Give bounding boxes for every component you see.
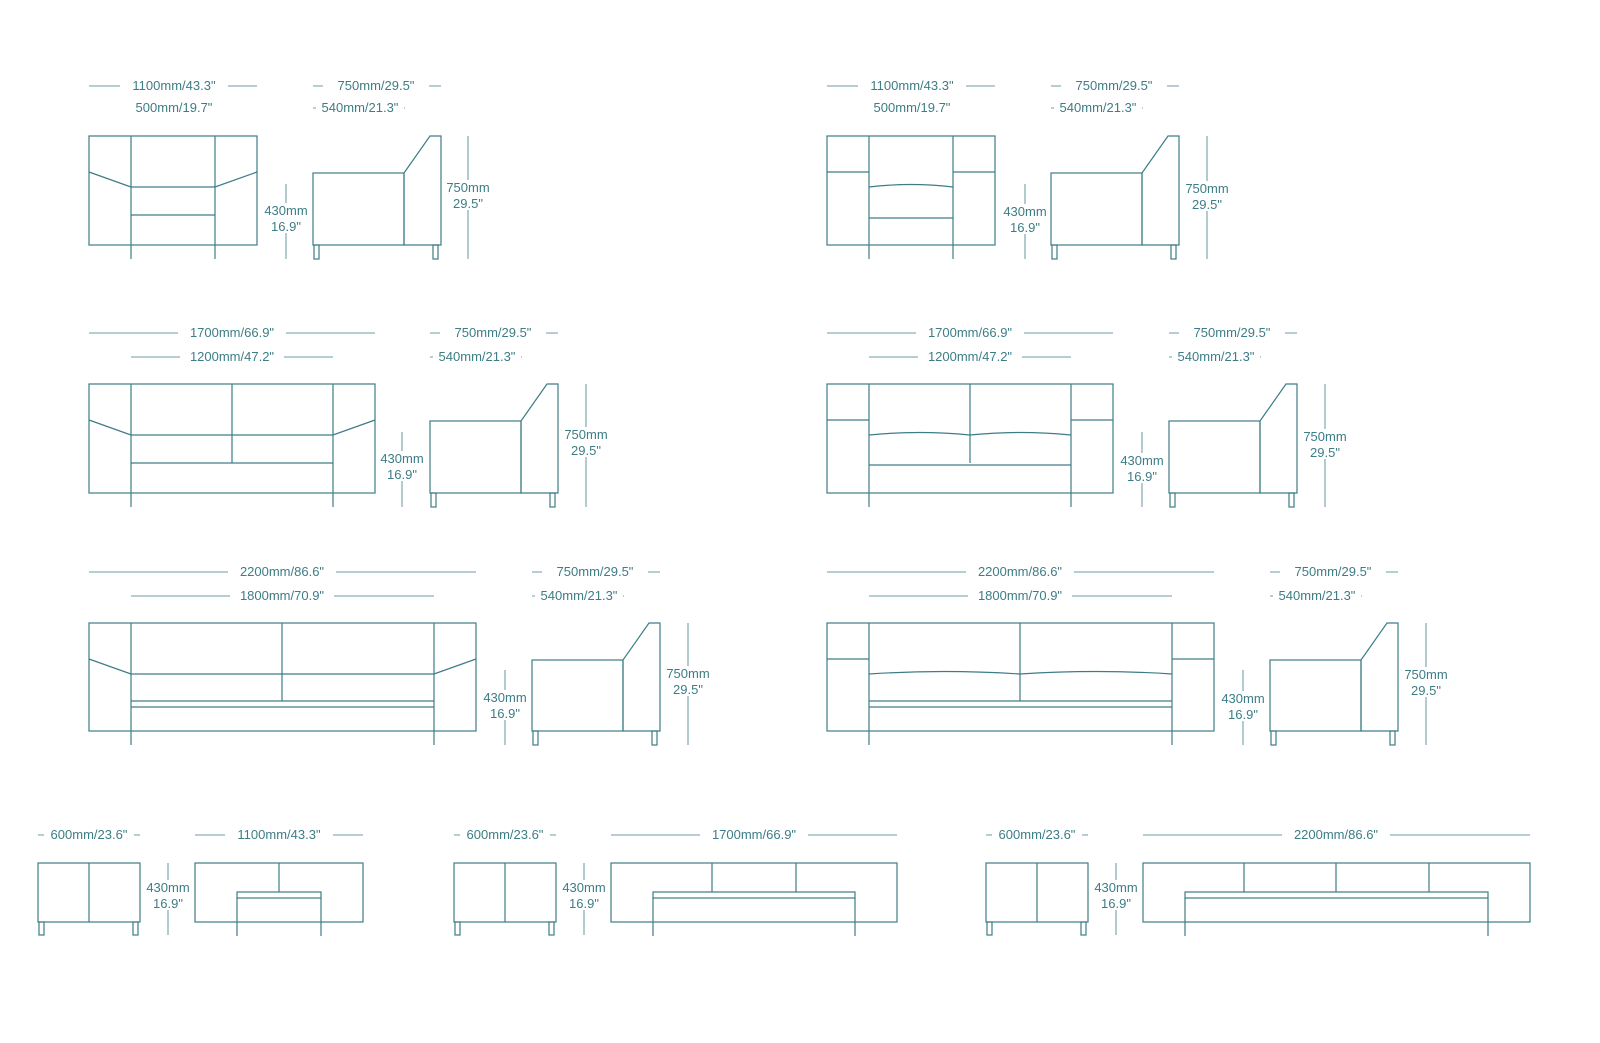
- height-in-label: 29.5": [1192, 197, 1222, 212]
- seat-height-in-label: 16.9": [271, 219, 301, 234]
- side-view: 750mm/29.5" 540mm/21.3" 430mm 16.9" 750m…: [1217, 563, 1451, 746]
- height-mm-label: 430mm: [562, 880, 605, 895]
- height-mm-label: 430mm: [1094, 880, 1137, 895]
- bench-2200: 600mm/23.6" 430mm 16.9" 2200mm/86.6": [985, 826, 1531, 936]
- side-view: 600mm/23.6" 430mm 16.9": [453, 826, 609, 936]
- seat-width-label: 1200mm/47.2": [190, 349, 274, 364]
- side-view: 750mm/29.5" 540mm/21.3" 430mm 16.9" 750m…: [376, 324, 611, 508]
- front-view: 1700mm/66.9" 1200mm/47.2": [826, 324, 1114, 507]
- seat-height-mm-label: 430mm: [1003, 204, 1046, 219]
- seat-height-in-label: 16.9": [387, 467, 417, 482]
- seat-depth-label: 540mm/21.3": [1279, 588, 1356, 603]
- seat-width-label: 1800mm/70.9": [240, 588, 324, 603]
- overall-width-label: 2200mm/86.6": [240, 564, 324, 579]
- sofa-1100-modern: 1100mm/43.3" 500mm/19.7" 750mm/29.5" 540…: [826, 77, 1232, 260]
- front-view: 1100mm/43.3" 500mm/19.7": [88, 77, 258, 259]
- seat-depth-label: 540mm/21.3": [541, 588, 618, 603]
- sofa-2200-modern: 2200mm/86.6" 1800mm/70.9" 750mm/29.5" 54…: [826, 563, 1451, 746]
- seat-height-mm-label: 430mm: [380, 451, 423, 466]
- side-view: 600mm/23.6" 430mm 16.9": [985, 826, 1141, 936]
- height-in-label: 29.5": [673, 682, 703, 697]
- depth-label: 750mm/29.5": [338, 78, 415, 93]
- seat-height-in-label: 16.9": [1010, 220, 1040, 235]
- height-mm-label: 750mm: [1404, 667, 1447, 682]
- depth-label: 600mm/23.6": [999, 827, 1076, 842]
- width-label: 2200mm/86.6": [1294, 827, 1378, 842]
- seat-height-mm-label: 430mm: [264, 203, 307, 218]
- depth-label: 750mm/29.5": [1076, 78, 1153, 93]
- seat-width-label: 1800mm/70.9": [978, 588, 1062, 603]
- seat-depth-label: 540mm/21.3": [1178, 349, 1255, 364]
- seat-height-mm-label: 430mm: [483, 690, 526, 705]
- height-in-label: 16.9": [569, 896, 599, 911]
- seat-depth-label: 540mm/21.3": [1060, 100, 1137, 115]
- overall-width-label: 2200mm/86.6": [978, 564, 1062, 579]
- seat-depth-label: 540mm/21.3": [439, 349, 516, 364]
- seat-depth-label: 540mm/21.3": [322, 100, 399, 115]
- front-view: 2200mm/86.6": [1142, 826, 1531, 936]
- side-view: 750mm/29.5" 540mm/21.3" 430mm 16.9" 750m…: [999, 77, 1232, 260]
- depth-label: 750mm/29.5": [557, 564, 634, 579]
- front-view: 1100mm/43.3" 500mm/19.7": [826, 77, 996, 259]
- front-view: 2200mm/86.6" 1800mm/70.9": [826, 563, 1215, 745]
- seat-height-mm-label: 430mm: [1221, 691, 1264, 706]
- seat-height-in-label: 16.9": [1127, 469, 1157, 484]
- depth-label: 750mm/29.5": [455, 325, 532, 340]
- sofa-1700-classic: 1700mm/66.9" 1200mm/47.2" 750mm/29.5" 54…: [88, 324, 611, 508]
- bench-1100: 600mm/23.6" 430mm 16.9" 1100mm/43.3": [37, 826, 364, 936]
- height-in-label: 16.9": [1101, 896, 1131, 911]
- sofa-1700-modern: 1700mm/66.9" 1200mm/47.2" 750mm/29.5" 54…: [826, 324, 1350, 508]
- depth-label: 600mm/23.6": [467, 827, 544, 842]
- seat-width-label: 1200mm/47.2": [928, 349, 1012, 364]
- seat-height-in-label: 16.9": [1228, 707, 1258, 722]
- height-in-label: 29.5": [453, 196, 483, 211]
- height-in-label: 29.5": [571, 443, 601, 458]
- depth-label: 750mm/29.5": [1194, 325, 1271, 340]
- bench-1700: 600mm/23.6" 430mm 16.9" 1700mm/66.9": [453, 826, 898, 936]
- seat-width-label: 500mm/19.7": [874, 100, 951, 115]
- depth-label: 750mm/29.5": [1295, 564, 1372, 579]
- overall-width-label: 1700mm/66.9": [190, 325, 274, 340]
- seat-height-in-label: 16.9": [490, 706, 520, 721]
- side-view: 750mm/29.5" 540mm/21.3" 430mm 16.9" 750m…: [479, 563, 713, 746]
- side-view: 600mm/23.6" 430mm 16.9": [37, 826, 193, 936]
- side-view: 750mm/29.5" 540mm/21.3" 430mm 16.9" 750m…: [1116, 324, 1350, 508]
- front-view: 1700mm/66.9" 1200mm/47.2": [88, 324, 376, 507]
- side-view: 750mm/29.5" 540mm/21.3" 430mm 16.9" 750m…: [260, 77, 493, 260]
- height-mm-label: 430mm: [146, 880, 189, 895]
- width-label: 1700mm/66.9": [712, 827, 796, 842]
- height-mm-label: 750mm: [446, 180, 489, 195]
- height-in-label: 29.5": [1411, 683, 1441, 698]
- sofa-1100-classic: 1100mm/43.3" 500mm/19.7" 750mm/29.5" 540…: [88, 77, 493, 260]
- seat-width-label: 500mm/19.7": [136, 100, 213, 115]
- width-label: 1100mm/43.3": [237, 827, 321, 842]
- overall-width-label: 1700mm/66.9": [928, 325, 1012, 340]
- depth-label: 600mm/23.6": [51, 827, 128, 842]
- height-in-label: 16.9": [153, 896, 183, 911]
- overall-width-label: 1100mm/43.3": [870, 78, 954, 93]
- overall-width-label: 1100mm/43.3": [132, 78, 216, 93]
- front-view: 1700mm/66.9": [610, 826, 898, 936]
- height-mm-label: 750mm: [564, 427, 607, 442]
- height-mm-label: 750mm: [1303, 429, 1346, 444]
- height-mm-label: 750mm: [1185, 181, 1228, 196]
- front-view: 1100mm/43.3": [194, 826, 364, 936]
- front-view: 2200mm/86.6" 1800mm/70.9": [88, 563, 477, 745]
- height-mm-label: 750mm: [666, 666, 709, 681]
- seat-height-mm-label: 430mm: [1120, 453, 1163, 468]
- sofa-2200-classic: 2200mm/86.6" 1800mm/70.9" 750mm/29.5" 54…: [88, 563, 713, 746]
- height-in-label: 29.5": [1310, 445, 1340, 460]
